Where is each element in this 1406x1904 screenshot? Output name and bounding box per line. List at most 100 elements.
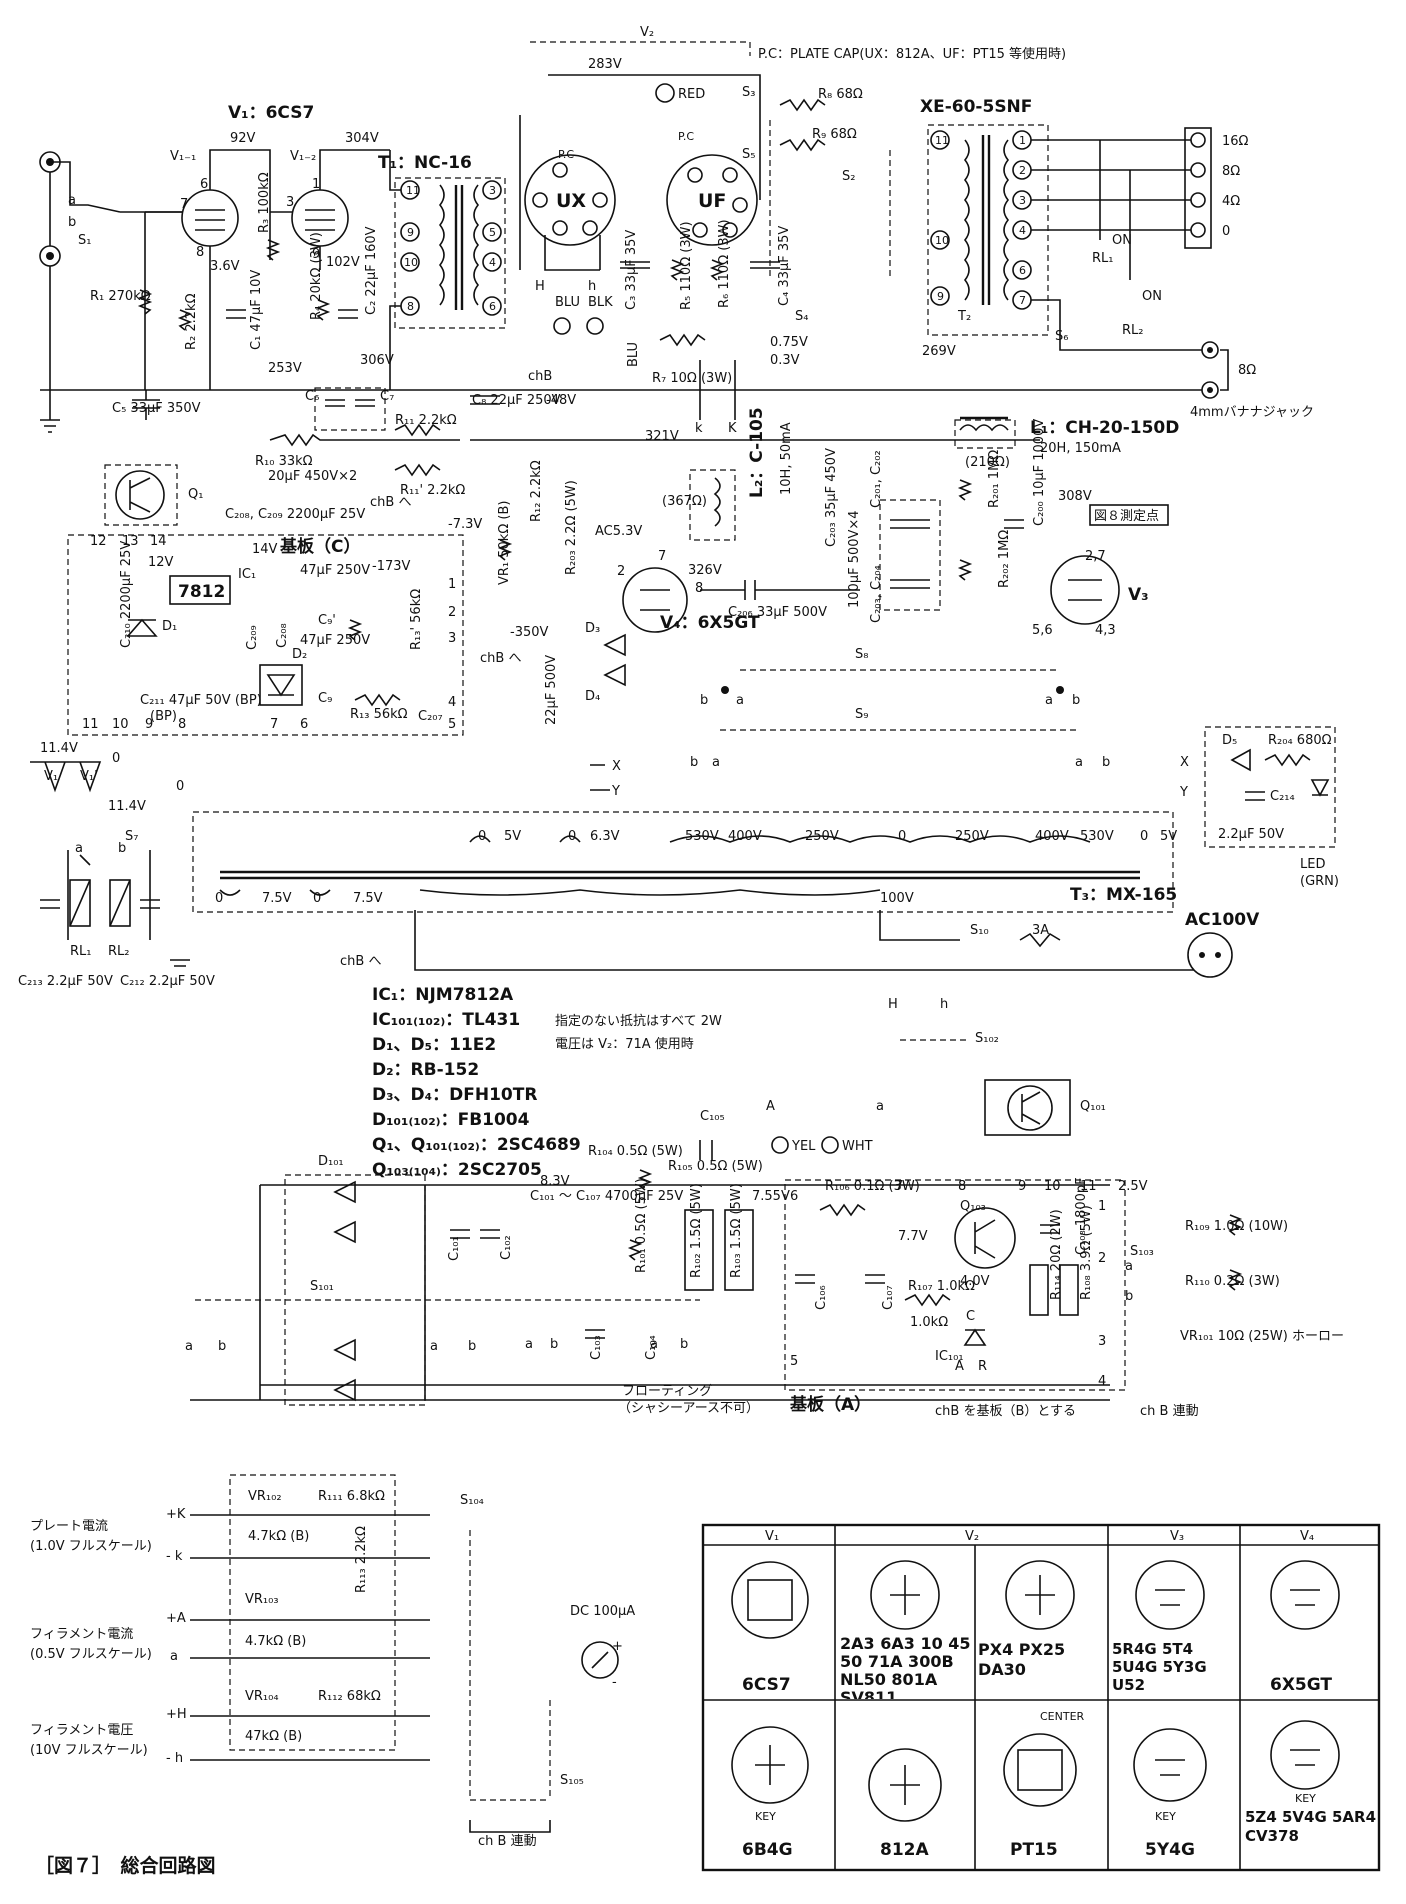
svg-text:b: b bbox=[550, 1337, 558, 1352]
parts-list: IC₁：NJM7812A IC₁₀₁₍₁₀₂₎：TL431 D₁、D₅：11E2… bbox=[372, 985, 722, 1180]
svg-text:R₁₀₂ 1.5Ω (5W): R₁₀₂ 1.5Ω (5W) bbox=[689, 1183, 704, 1278]
t1-transformer: T₁：NC-16 11 9 10 8 3 5 4 6 bbox=[378, 150, 506, 390]
svg-text:a: a bbox=[712, 755, 720, 770]
svg-text:(210Ω): (210Ω) bbox=[965, 455, 1010, 470]
svg-text:R₂₀₂ 1MΩ: R₂₀₂ 1MΩ bbox=[997, 530, 1012, 588]
tap-4: 4Ω bbox=[1222, 194, 1240, 209]
svg-text:10: 10 bbox=[1044, 1179, 1061, 1194]
svg-text:a: a bbox=[430, 1339, 438, 1354]
svg-text:R₁₀₇ 1.0kΩ: R₁₀₇ 1.0kΩ bbox=[908, 1279, 975, 1294]
svg-text:b: b bbox=[680, 1337, 688, 1352]
svg-text:b: b bbox=[118, 841, 126, 856]
svg-text:YEL: YEL bbox=[791, 1139, 816, 1154]
svg-text:9: 9 bbox=[145, 717, 153, 732]
svg-text:22μF 500V: 22μF 500V bbox=[544, 655, 559, 725]
svg-text:(10V フルスケール): (10V フルスケール) bbox=[30, 1743, 148, 1758]
svg-text:Q₁₀₁: Q₁₀₁ bbox=[1080, 1099, 1106, 1114]
svg-text:C₁₀₆: C₁₀₆ bbox=[814, 1285, 829, 1310]
meter-section: プレート電流 (1.0V フルスケール) フィラメント電流 (0.5V フルスケ… bbox=[30, 1474, 635, 1849]
figure-caption: ［図７］ 総合回路図 bbox=[35, 1854, 216, 1877]
svg-text:RL₁: RL₁ bbox=[1092, 251, 1114, 266]
svg-text:530V: 530V bbox=[685, 829, 719, 844]
xy-arrows bbox=[590, 764, 610, 791]
svg-text:S₁₀₂: S₁₀₂ bbox=[975, 1031, 999, 1046]
board-a: H h S₁₀₂ D₁₀₁ S₁₀₁ C₁₀₁ C₁₀₂ C₁₀₁ ～ C₁₀₇… bbox=[185, 997, 1344, 1419]
svg-text:ch B 連動: ch B 連動 bbox=[478, 1834, 537, 1849]
svg-text:VR₁₀₁ 10Ω (25W) ホーロー: VR₁₀₁ 10Ω (25W) ホーロー bbox=[1180, 1329, 1344, 1344]
svg-text:2,7: 2,7 bbox=[1085, 549, 1106, 564]
svg-text:321V: 321V bbox=[645, 429, 679, 444]
svg-text:C₁₀₇: C₁₀₇ bbox=[881, 1285, 896, 1310]
svg-text:326V: 326V bbox=[688, 563, 722, 578]
svg-text:0: 0 bbox=[898, 829, 906, 844]
svg-text:R₁₀₆ 0.1Ω (3W): R₁₀₆ 0.1Ω (3W) bbox=[825, 1179, 920, 1194]
svg-text:a: a bbox=[1125, 1259, 1133, 1274]
svg-text:Q₁₀₃: Q₁₀₃ bbox=[960, 1199, 986, 1214]
svg-text:11: 11 bbox=[406, 184, 420, 197]
svg-text:電圧は V₂：71A 使用時: 電圧は V₂：71A 使用時 bbox=[555, 1036, 694, 1052]
svg-text:100V: 100V bbox=[880, 891, 914, 906]
v1-title: V₁：6CS7 bbox=[228, 103, 314, 123]
svg-text:C₂₁₄: C₂₁₄ bbox=[1270, 789, 1295, 804]
svg-text:4.0V: 4.0V bbox=[960, 1274, 990, 1289]
svg-text:VR₁₀₃: VR₁₀₃ bbox=[245, 1592, 279, 1607]
svg-text:Q₁、Q₁₀₁₍₁₀₂₎：2SC4689: Q₁、Q₁₀₁₍₁₀₂₎：2SC4689 bbox=[372, 1135, 581, 1155]
svg-text:C₂₁₂ 2.2μF 50V: C₂₁₂ 2.2μF 50V bbox=[120, 974, 215, 989]
svg-text:R₁₁₀ 0.2Ω (3W): R₁₁₀ 0.2Ω (3W) bbox=[1185, 1274, 1280, 1289]
svg-text:11: 11 bbox=[935, 134, 949, 147]
svg-text:C₁₀₃: C₁₀₃ bbox=[589, 1335, 604, 1360]
svg-text:A: A bbox=[766, 1099, 775, 1114]
svg-text:4: 4 bbox=[1098, 1374, 1106, 1389]
svg-text:9: 9 bbox=[312, 247, 320, 262]
svg-text:10: 10 bbox=[935, 234, 949, 247]
svg-text:IC₁：NJM7812A: IC₁：NJM7812A bbox=[372, 985, 514, 1005]
svg-text:R₁₃' 56kΩ: R₁₃' 56kΩ bbox=[409, 589, 424, 650]
svg-text:C₂₀₉: C₂₀₉ bbox=[245, 625, 260, 650]
svg-text:RL₂: RL₂ bbox=[1122, 323, 1144, 338]
svg-text:AC5.3V: AC5.3V bbox=[595, 524, 642, 539]
svg-text:R₈ 68Ω: R₈ 68Ω bbox=[818, 87, 863, 102]
output-transformer: XE-60-5SNF 11 10 9 1 2 3 4 6 7 T₂ 16Ω 8Ω… bbox=[920, 97, 1314, 420]
svg-text:10: 10 bbox=[404, 256, 418, 269]
svg-text:a: a bbox=[1045, 693, 1053, 708]
svg-text:+A: +A bbox=[166, 1611, 186, 1626]
svg-text:CENTER: CENTER bbox=[1040, 1710, 1085, 1723]
svg-text:20H, 150mA: 20H, 150mA bbox=[1040, 441, 1121, 456]
svg-text:7812: 7812 bbox=[178, 582, 225, 602]
svg-text:D₃: D₃ bbox=[585, 621, 600, 636]
svg-text:253V: 253V bbox=[268, 361, 302, 376]
svg-text:-350V: -350V bbox=[510, 625, 549, 640]
svg-text:a: a bbox=[650, 1337, 658, 1352]
v1-1-tube bbox=[181, 189, 239, 247]
svg-text:-7.3V: -7.3V bbox=[448, 517, 482, 532]
v3-rectifier bbox=[1050, 555, 1120, 625]
svg-text:R₁₁ 2.2kΩ: R₁₁ 2.2kΩ bbox=[395, 413, 457, 428]
svg-text:S₁₀₄: S₁₀₄ bbox=[460, 1493, 484, 1508]
svg-text:5: 5 bbox=[489, 226, 496, 239]
svg-text:b: b bbox=[700, 693, 708, 708]
svg-text:C₂₀₆ 33μF 500V: C₂₀₆ 33μF 500V bbox=[728, 605, 827, 620]
svg-text:指定のない抵抗はすべて 2W: 指定のない抵抗はすべて 2W bbox=[555, 1014, 722, 1029]
svg-text:11: 11 bbox=[82, 717, 99, 732]
svg-text:D₃、D₄：DFH10TR: D₃、D₄：DFH10TR bbox=[372, 1085, 537, 1105]
svg-text:C₃ 33μF 35V: C₃ 33μF 35V bbox=[624, 230, 639, 310]
svg-text:a: a bbox=[876, 1099, 884, 1114]
svg-text:400V: 400V bbox=[728, 829, 762, 844]
svg-text:V₄: V₄ bbox=[1300, 1529, 1314, 1544]
svg-text:フィラメント電流: フィラメント電流 bbox=[30, 1627, 133, 1642]
svg-text:h: h bbox=[588, 279, 596, 294]
svg-text:2.5V: 2.5V bbox=[1118, 1179, 1148, 1194]
svg-text:11: 11 bbox=[1080, 1179, 1097, 1194]
svg-text:3: 3 bbox=[489, 184, 496, 197]
svg-text:2: 2 bbox=[448, 605, 456, 620]
svg-text:chB を基板（B）とする: chB を基板（B）とする bbox=[935, 1404, 1076, 1419]
svg-text:269V: 269V bbox=[922, 344, 956, 359]
svg-text:250V: 250V bbox=[805, 829, 839, 844]
svg-text:0.75V: 0.75V bbox=[770, 335, 808, 350]
svg-text:C₁₀₁ ～ C₁₀₇ 4700μF 25V: C₁₀₁ ～ C₁₀₇ 4700μF 25V bbox=[530, 1189, 683, 1204]
svg-text:(0.5V フルスケール): (0.5V フルスケール) bbox=[30, 1647, 152, 1662]
svg-text:11.4V: 11.4V bbox=[108, 799, 146, 814]
svg-text:400V: 400V bbox=[1035, 829, 1069, 844]
svg-text:47μF 250V: 47μF 250V bbox=[300, 633, 370, 648]
